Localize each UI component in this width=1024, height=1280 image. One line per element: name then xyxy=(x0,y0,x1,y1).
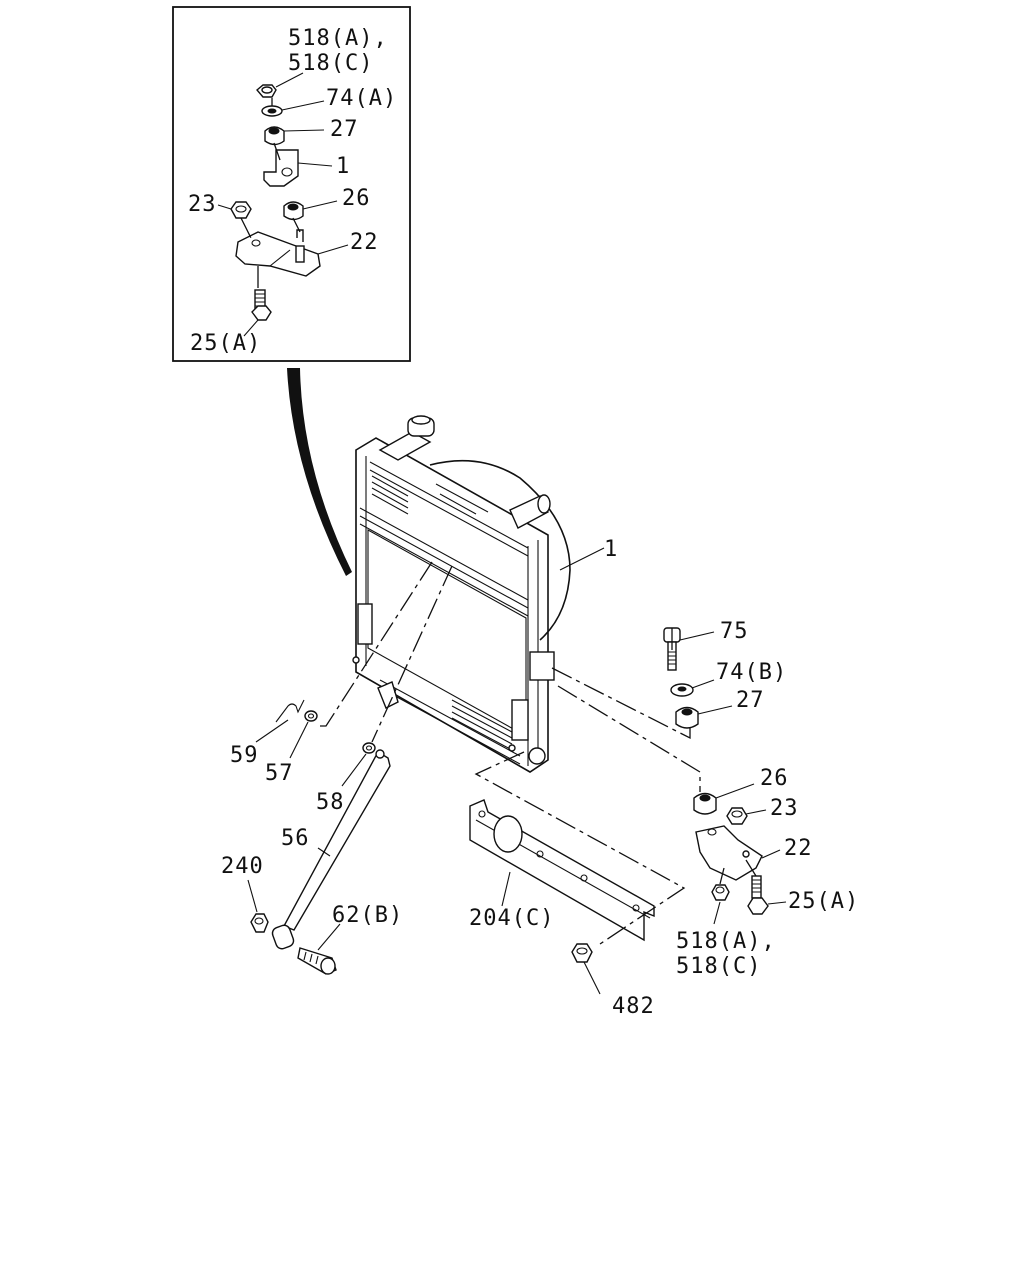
label-75: 75 xyxy=(720,619,749,644)
shroud-plate-204c[interactable] xyxy=(469,799,655,942)
label-62b: 62(B) xyxy=(332,903,403,928)
label-23: 23 xyxy=(770,796,799,821)
inset-washer-74a[interactable] xyxy=(261,105,283,117)
washer-74b[interactable] xyxy=(670,683,694,697)
label-74b: 74(B) xyxy=(716,660,787,685)
inset-label-23: 23 xyxy=(188,192,217,217)
label-1: 1 xyxy=(604,537,618,562)
inset-label-26: 26 xyxy=(342,186,371,211)
nut-23[interactable] xyxy=(726,807,748,825)
leader-lines xyxy=(247,547,787,995)
nut-482[interactable] xyxy=(571,943,593,963)
bottom-grille xyxy=(379,679,521,765)
clip-59[interactable] xyxy=(275,699,305,723)
label-518c: 518(C) xyxy=(676,954,761,979)
radiator-cap[interactable] xyxy=(378,415,435,461)
inset-label-27: 27 xyxy=(330,117,359,142)
side-bracket-right xyxy=(529,651,555,681)
label-204c: 204(C) xyxy=(469,906,554,931)
bolt-62b[interactable] xyxy=(297,947,337,975)
main-labels: 1 75 74(B) 27 26 23 22 25(A) 518(A), 518… xyxy=(221,537,859,1019)
inset-label-25a: 25(A) xyxy=(190,331,261,356)
inset-bracket-1[interactable] xyxy=(263,149,299,187)
label-26: 26 xyxy=(760,766,789,791)
inset-label-22: 22 xyxy=(350,230,379,255)
inset-cushion-26[interactable] xyxy=(283,201,304,221)
label-25a: 25(A) xyxy=(788,889,859,914)
inset-cushion-27[interactable] xyxy=(264,126,285,146)
inset-label-74a: 74(A) xyxy=(326,86,397,111)
reference-arrow xyxy=(287,368,352,576)
inset-frame xyxy=(172,6,411,362)
label-27: 27 xyxy=(736,688,765,713)
nut-240[interactable] xyxy=(250,913,269,933)
inset-nut-518[interactable] xyxy=(256,84,277,98)
inset-nut-23[interactable] xyxy=(230,201,252,219)
label-59: 59 xyxy=(230,743,259,768)
bolt-25a[interactable] xyxy=(747,875,769,915)
inset-label-518a: 518(A), xyxy=(288,26,388,51)
fan-shroud xyxy=(429,459,571,641)
inset-detail: 518(A), 518(C) 74(A) 27 1 23 26 22 25(A) xyxy=(172,6,411,362)
label-518a: 518(A), xyxy=(676,929,776,954)
label-57: 57 xyxy=(265,761,294,786)
cushion-26[interactable] xyxy=(693,792,717,815)
mount-bracket-22[interactable] xyxy=(695,825,763,881)
assembly-lines xyxy=(320,561,757,945)
label-240: 240 xyxy=(221,854,264,879)
radiator-assembly[interactable] xyxy=(352,415,571,773)
label-58: 58 xyxy=(316,790,345,815)
washer-57[interactable] xyxy=(304,710,318,722)
cushion-27[interactable] xyxy=(675,706,699,729)
inset-mount-22[interactable] xyxy=(235,229,321,277)
top-grille xyxy=(371,475,489,515)
washer-58[interactable] xyxy=(362,742,376,754)
inset-leaders xyxy=(217,72,349,337)
inset-label-1: 1 xyxy=(336,154,350,179)
stay-rod-56[interactable] xyxy=(271,749,391,950)
label-56: 56 xyxy=(281,826,310,851)
inset-label-518c: 518(C) xyxy=(288,51,373,76)
upper-hose-outlet[interactable] xyxy=(509,494,551,529)
label-22: 22 xyxy=(784,836,813,861)
nut-518[interactable] xyxy=(711,884,730,901)
label-482: 482 xyxy=(612,994,655,1019)
